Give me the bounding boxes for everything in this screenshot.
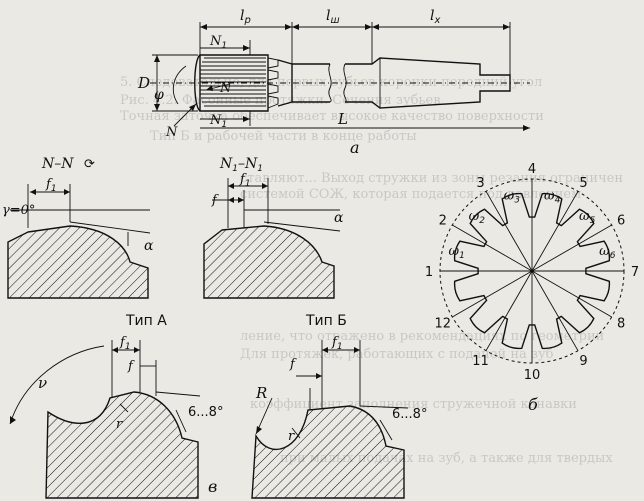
label-n-arrow: N bbox=[219, 81, 232, 96]
section-n1n1: N1–N1 f1 f α bbox=[203, 156, 344, 299]
broach-position-label: 4 bbox=[528, 162, 536, 177]
broach-position-label: 6 bbox=[617, 214, 625, 229]
broach-ray bbox=[531, 224, 612, 272]
n1n1-alpha: α bbox=[334, 210, 344, 226]
bg-line-2: Точная заточка обеспечивает высокое каче… bbox=[120, 109, 544, 124]
dim-lp: lр bbox=[240, 8, 251, 26]
type-a-f: f bbox=[127, 359, 135, 374]
broach-omega-label: ω1 bbox=[449, 244, 465, 261]
type-a: Тип А ν f1 f r 6...8° bbox=[9, 313, 223, 499]
n1n1-tooth-profile bbox=[203, 225, 335, 299]
broach-omega-labels: ω1 ω2 ω3 ω4 ω5 ω6 bbox=[449, 189, 616, 261]
bg-line-5: системой СОЖ, которая подается под давле… bbox=[240, 187, 581, 202]
dim-lsh: lш bbox=[326, 8, 340, 26]
neck bbox=[277, 59, 293, 107]
nu-arc bbox=[9, 345, 105, 425]
broach-position-label: 11 bbox=[472, 354, 489, 369]
broach-position-label: 7 bbox=[631, 265, 639, 280]
view-label-a: а bbox=[350, 138, 360, 157]
section-nn: N–N ⟳ f1 γ=0° α bbox=[2, 156, 154, 299]
broach-omega-label: ω5 bbox=[579, 209, 596, 226]
broach-position-label: 3 bbox=[476, 176, 484, 191]
view-label-v: в bbox=[208, 477, 217, 496]
nn-tooth-profile bbox=[7, 225, 149, 299]
bg-line-3: Тип Б и рабочей части в конце работы bbox=[150, 129, 417, 144]
shank-upper bbox=[292, 63, 330, 103]
type-b-f: f bbox=[289, 357, 297, 372]
n1n1-title: N1–N1 bbox=[219, 156, 263, 174]
cutting-section bbox=[199, 54, 269, 112]
broach-ray bbox=[531, 191, 579, 272]
dim-L: L bbox=[337, 110, 348, 128]
broach-rays bbox=[440, 179, 624, 363]
bg-line-4: ставляют... Выход стружки из зоны резани… bbox=[240, 171, 623, 186]
break-line-2 bbox=[343, 63, 347, 103]
tool-drawing: lр lш lx N1 N1 L D φ N N а bbox=[137, 8, 530, 157]
n1n1-f: f bbox=[211, 193, 219, 208]
nn-gamma: γ=0° bbox=[2, 203, 35, 218]
break-line-1 bbox=[328, 63, 332, 103]
bg-line-6: ление, что отражено в рекомендациях по г… bbox=[240, 329, 604, 344]
broach-position-label: 10 bbox=[524, 368, 541, 383]
dim-lx: lx bbox=[430, 8, 440, 26]
label-n1-bottom: N1 bbox=[209, 113, 227, 130]
broach-position-label: 1 bbox=[425, 265, 433, 280]
type-b-profile bbox=[251, 405, 405, 499]
view-label-b: б bbox=[528, 395, 538, 414]
cutting-front bbox=[194, 54, 201, 112]
background-text: 5. Следовательно, для первых зубьев коро… bbox=[120, 75, 623, 466]
type-a-angle: 6...8° bbox=[188, 405, 223, 420]
broach-omega-label: ω4 bbox=[544, 189, 561, 206]
broach-gear-profile bbox=[453, 192, 611, 350]
broach-ray bbox=[485, 270, 533, 351]
type-b-R: R bbox=[255, 384, 267, 402]
label-n-small: N bbox=[165, 125, 178, 140]
phi-arc bbox=[172, 65, 187, 105]
type-b: Тип Б R f1 f r 6...8° bbox=[251, 313, 427, 499]
type-b-r: r bbox=[288, 429, 295, 444]
label-n1-top: N1 bbox=[209, 34, 227, 51]
tail-section bbox=[345, 57, 511, 109]
type-a-r: r bbox=[116, 417, 123, 432]
tooth-tips bbox=[267, 57, 279, 109]
type-a-f1: f1 bbox=[119, 335, 131, 352]
nn-f1: f1 bbox=[45, 177, 57, 194]
type-b-angle: 6...8° bbox=[392, 407, 427, 422]
bg-line-7: Для протяжек, работающих с подачей на зу… bbox=[240, 347, 554, 362]
n1n1-f1: f1 bbox=[239, 172, 251, 189]
broach-omega-label: ω6 bbox=[599, 244, 616, 261]
broach-position-label: 5 bbox=[579, 176, 587, 191]
broach-omega-label: ω2 bbox=[469, 209, 486, 226]
label-phi: φ bbox=[154, 87, 164, 103]
type-b-f1: f1 bbox=[331, 335, 343, 352]
nn-title: N–N bbox=[41, 156, 74, 172]
broach-position-label: 8 bbox=[617, 317, 625, 332]
broach-ray bbox=[531, 270, 579, 351]
type-b-title: Тип Б bbox=[305, 313, 347, 329]
nn-rot-icon: ⟳ bbox=[84, 157, 95, 172]
broach-ray bbox=[452, 224, 533, 272]
broach-ray bbox=[531, 270, 612, 318]
broach-ray bbox=[485, 191, 533, 272]
type-a-profile bbox=[45, 391, 199, 499]
broach-position-label: 12 bbox=[435, 317, 452, 332]
type-a-title: Тип А bbox=[125, 313, 167, 329]
nn-alpha: α bbox=[144, 238, 154, 254]
broach-position-label: 9 bbox=[579, 354, 587, 369]
dim-D: D bbox=[137, 74, 150, 92]
type-a-nu: ν bbox=[38, 374, 47, 392]
broach-position-label: 2 bbox=[439, 214, 447, 229]
broach-omega-label: ω3 bbox=[504, 189, 521, 206]
broach-ray bbox=[452, 270, 533, 318]
